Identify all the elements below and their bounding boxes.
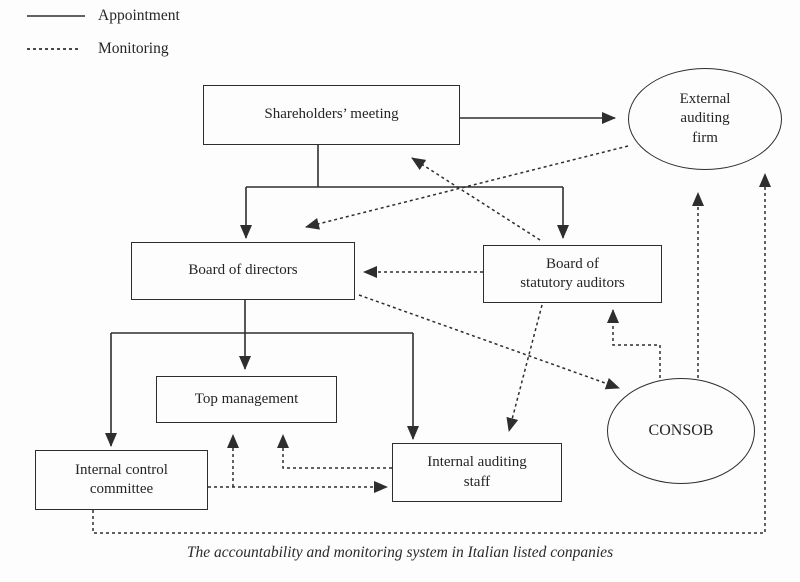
node-board-of-statutory-auditors: Board of statutory auditors: [483, 245, 662, 303]
edge-consob-to-board-of-statutory-auditors: [607, 309, 661, 378]
legend-label-appointment: Appointment: [98, 7, 180, 24]
node-consob: CONSOB: [607, 378, 755, 484]
edge-internal-auditing-staff-to-top-management: [277, 434, 392, 469]
solid-line-icon: [27, 15, 85, 17]
node-internal-control-committee: Internal control committee: [35, 450, 208, 510]
edge-board-of-directors-to-consob: [358, 294, 620, 390]
legend: Appointment Monitoring: [27, 5, 180, 71]
edge-external-auditing-firm-to-board-of-directors: [305, 145, 629, 230]
legend-item-monitoring: Monitoring: [27, 38, 180, 60]
edge-board-of-statutory-auditors-to-shareholders-meeting: [411, 157, 541, 241]
edge-board-of-statutory-auditors-to-internal-auditing-staff: [506, 304, 543, 432]
dashed-line-icon: [27, 48, 79, 50]
node-shareholders-meeting: Shareholders’ meeting: [203, 85, 460, 145]
node-internal-auditing-staff: Internal auditing staff: [392, 443, 562, 502]
legend-item-appointment: Appointment: [27, 5, 180, 27]
legend-label-monitoring: Monitoring: [98, 40, 169, 57]
node-board-of-directors: Board of directors: [131, 242, 355, 300]
node-external-auditing-firm: External auditing firm: [628, 68, 782, 170]
figure-caption: The accountability and monitoring system…: [186, 544, 614, 561]
node-top-management: Top management: [156, 376, 337, 423]
